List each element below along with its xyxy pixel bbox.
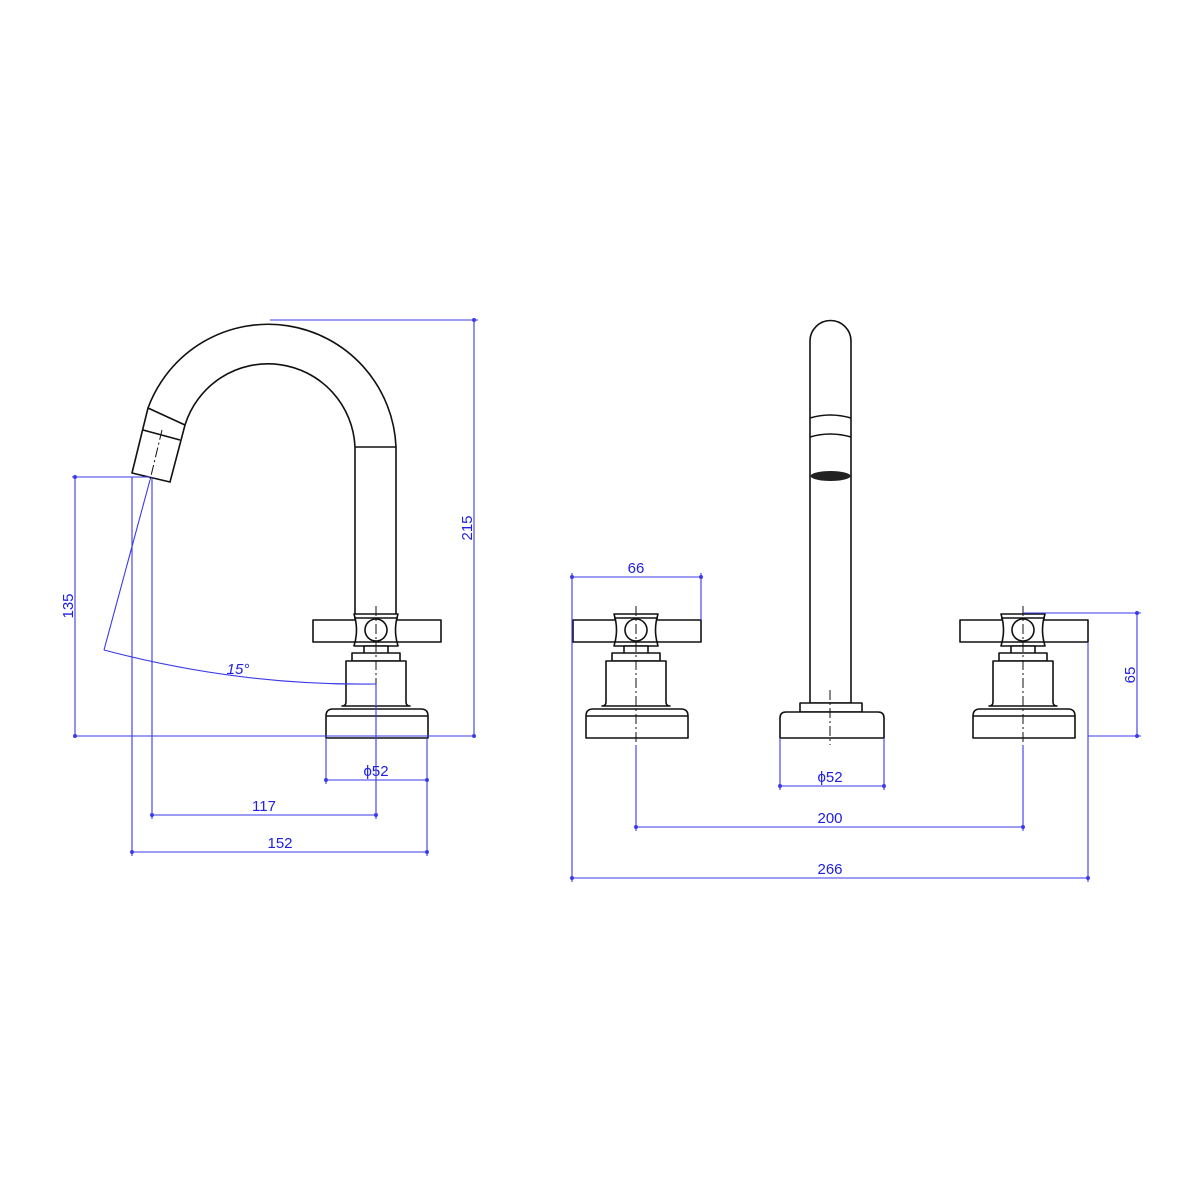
- dim-215: 215: [459, 515, 476, 540]
- spout-outer: [147, 323, 397, 615]
- aerator: [131, 407, 186, 483]
- right-valve: [959, 605, 1089, 746]
- left-valve: [572, 605, 702, 746]
- side-dimensions: 215 135 15° ϕ52 117 152: [60, 318, 478, 856]
- side-view-faucet: [131, 323, 442, 746]
- dim-65: 65: [1122, 667, 1139, 684]
- dim-diameter-52: ϕ52: [363, 763, 388, 780]
- front-dimensions: 66 65 ϕ52 200 266: [570, 560, 1141, 882]
- dim-200: 200: [817, 810, 842, 827]
- dim-15-degrees: 15°: [227, 661, 250, 678]
- dim-135: 135: [60, 593, 77, 618]
- spout-inner: [184, 363, 356, 615]
- dim-spout-diameter-52: ϕ52: [817, 769, 842, 786]
- side-valve: [312, 605, 442, 746]
- dim-66: 66: [628, 560, 645, 577]
- spout: [779, 319, 885, 745]
- front-view-faucet: [572, 319, 1089, 746]
- dim-152: 152: [267, 835, 292, 852]
- dim-117: 117: [252, 798, 276, 815]
- dim-266: 266: [817, 861, 842, 878]
- aerator-icon: [810, 471, 851, 481]
